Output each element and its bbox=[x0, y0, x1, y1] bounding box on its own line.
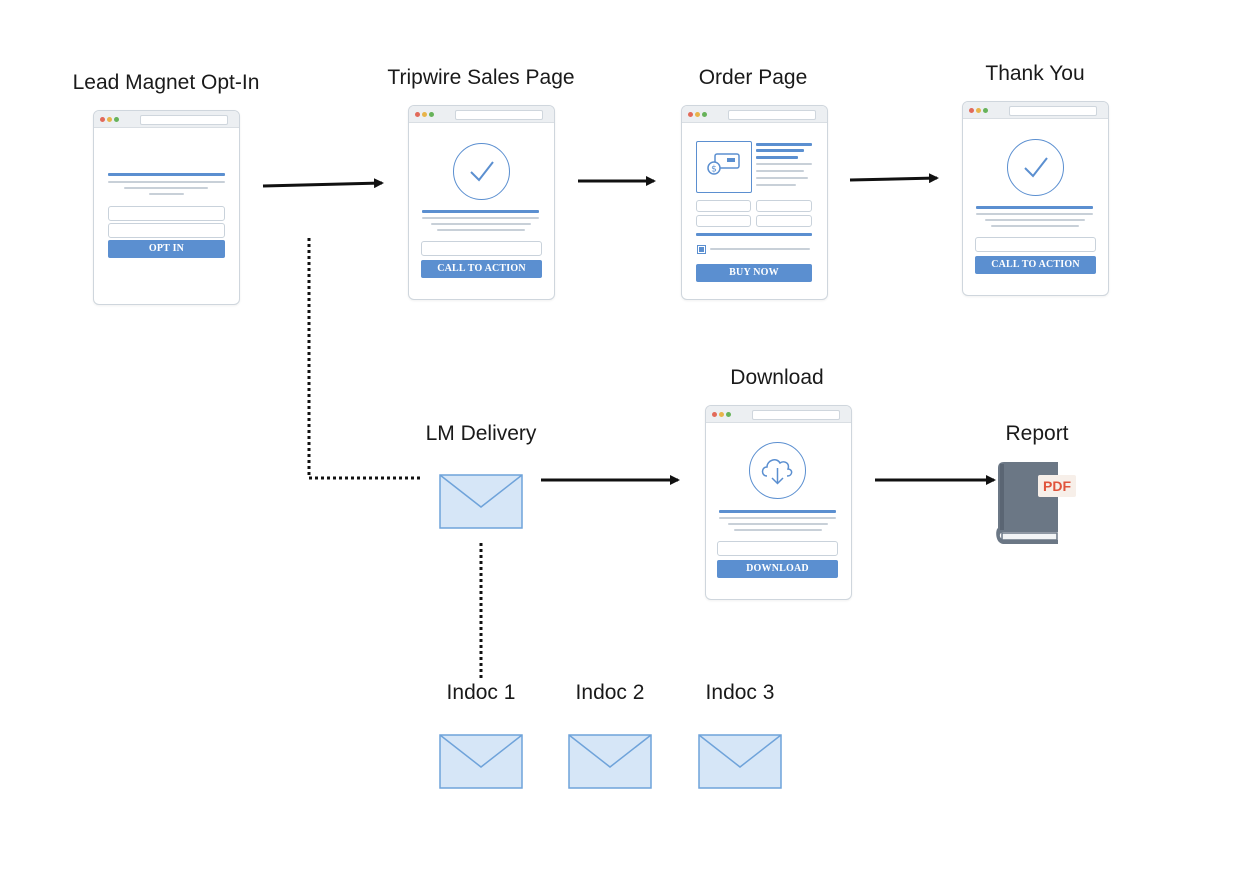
browser-bar bbox=[963, 102, 1108, 119]
svg-text:$: $ bbox=[711, 165, 717, 175]
thank-you-page: CALL TO ACTION bbox=[962, 101, 1109, 296]
lm-delivery-envelope-icon bbox=[439, 474, 523, 529]
browser-bar bbox=[409, 106, 554, 123]
download-button[interactable]: DOWNLOAD bbox=[717, 560, 838, 578]
order-field-1[interactable] bbox=[696, 200, 751, 212]
cloud-download-icon bbox=[749, 442, 806, 499]
arrow-optin-to-tripwire bbox=[262, 178, 384, 189]
lm-delivery-title: LM Delivery bbox=[425, 422, 537, 445]
order-page: $ BUY NOW bbox=[681, 105, 828, 300]
pdf-badge: PDF bbox=[1038, 475, 1076, 497]
indoc1-envelope-icon bbox=[439, 734, 523, 789]
thank-you-title: Thank You bbox=[985, 62, 1085, 85]
download-field[interactable] bbox=[717, 541, 838, 556]
indoc1-title: Indoc 1 bbox=[446, 681, 516, 704]
buy-now-button[interactable]: BUY NOW bbox=[696, 264, 812, 282]
browser-bar bbox=[706, 406, 851, 423]
tripwire-field[interactable] bbox=[421, 241, 542, 256]
checkmark-circle-icon bbox=[1007, 139, 1064, 196]
opt-in-button[interactable]: OPT IN bbox=[108, 240, 225, 258]
indoc3-envelope-icon bbox=[698, 734, 782, 789]
arrow-order-to-thankyou bbox=[849, 173, 939, 184]
order-field-2[interactable] bbox=[756, 200, 812, 212]
optin-field-2[interactable] bbox=[108, 223, 225, 238]
download-title: Download bbox=[730, 366, 824, 389]
credit-card-icon: $ bbox=[696, 141, 752, 193]
tripwire-page: CALL TO ACTION bbox=[408, 105, 555, 300]
indoc2-envelope-icon bbox=[568, 734, 652, 789]
lead-magnet-title: Lead Magnet Opt-In bbox=[72, 71, 260, 94]
dotted-optin-to-delivery bbox=[307, 238, 421, 480]
order-field-4[interactable] bbox=[756, 215, 812, 227]
lead-magnet-page: OPT IN bbox=[93, 110, 240, 305]
order-title: Order Page bbox=[698, 66, 808, 89]
checkmark-circle-icon bbox=[453, 143, 510, 200]
thank-you-field[interactable] bbox=[975, 237, 1096, 252]
thank-you-cta-button[interactable]: CALL TO ACTION bbox=[975, 256, 1096, 274]
order-checkbox[interactable] bbox=[697, 245, 706, 254]
tripwire-title: Tripwire Sales Page bbox=[387, 66, 575, 89]
browser-bar bbox=[682, 106, 827, 123]
tripwire-cta-button[interactable]: CALL TO ACTION bbox=[421, 260, 542, 278]
download-page: DOWNLOAD bbox=[705, 405, 852, 600]
report-title: Report bbox=[1005, 422, 1069, 445]
browser-bar bbox=[94, 111, 239, 128]
order-field-3[interactable] bbox=[696, 215, 751, 227]
indoc2-title: Indoc 2 bbox=[575, 681, 645, 704]
optin-field-1[interactable] bbox=[108, 206, 225, 221]
pdf-book-icon: PDF bbox=[996, 458, 1080, 546]
indoc3-title: Indoc 3 bbox=[705, 681, 775, 704]
